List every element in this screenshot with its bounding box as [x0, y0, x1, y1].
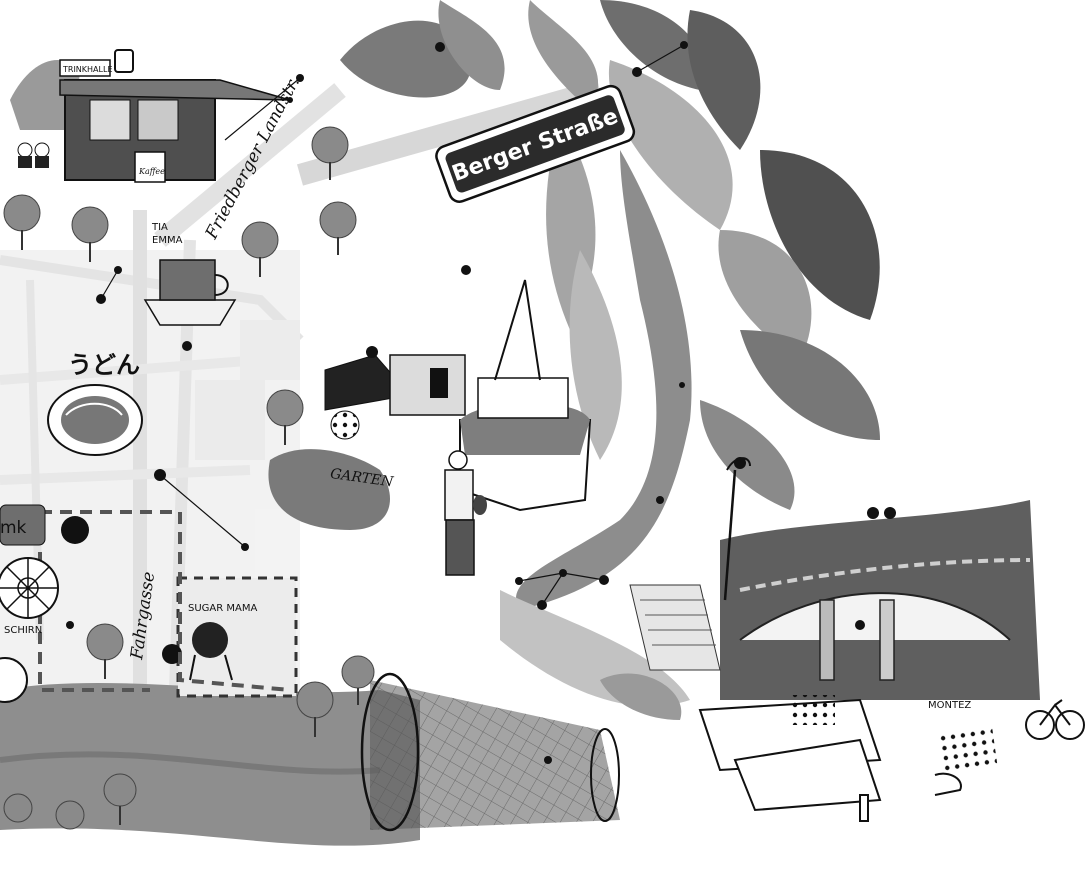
- udon-bowl: [47, 384, 143, 456]
- kaffee-sign-label: Kaffee: [138, 167, 165, 176]
- sugarmama-label: SUGAR MAMA: [188, 603, 257, 614]
- friedberger-landstrasse-road: [154, 79, 603, 247]
- dashed-route: [38, 510, 291, 692]
- sugarmama-block: [162, 576, 298, 698]
- bridge-arch: [629, 500, 1040, 700]
- trinkhalle-kiosk: [10, 49, 291, 183]
- trees: [3, 126, 375, 830]
- montez-label: MONTEZ: [928, 700, 971, 711]
- decorative-foliage: [340, 0, 880, 720]
- schirn-rotunda: [0, 504, 89, 703]
- schirn-label: SCHIRN: [4, 625, 42, 636]
- street-lamp: [723, 457, 751, 601]
- partial-place-label: mk: [0, 518, 27, 538]
- udon-label: うどん: [68, 351, 140, 379]
- pedestrian-figure: [444, 450, 487, 576]
- garden-area: [268, 279, 592, 530]
- trinkhalle-label: TRINKHALLE: [62, 65, 113, 74]
- tia-emma-label-line2: EMMA: [152, 235, 183, 246]
- tia-emma-label-line1: TIA: [151, 222, 168, 233]
- tia-emma-cafe: [143, 259, 237, 326]
- picnic-area: [698, 695, 1085, 822]
- ink-lines: [100, 44, 685, 606]
